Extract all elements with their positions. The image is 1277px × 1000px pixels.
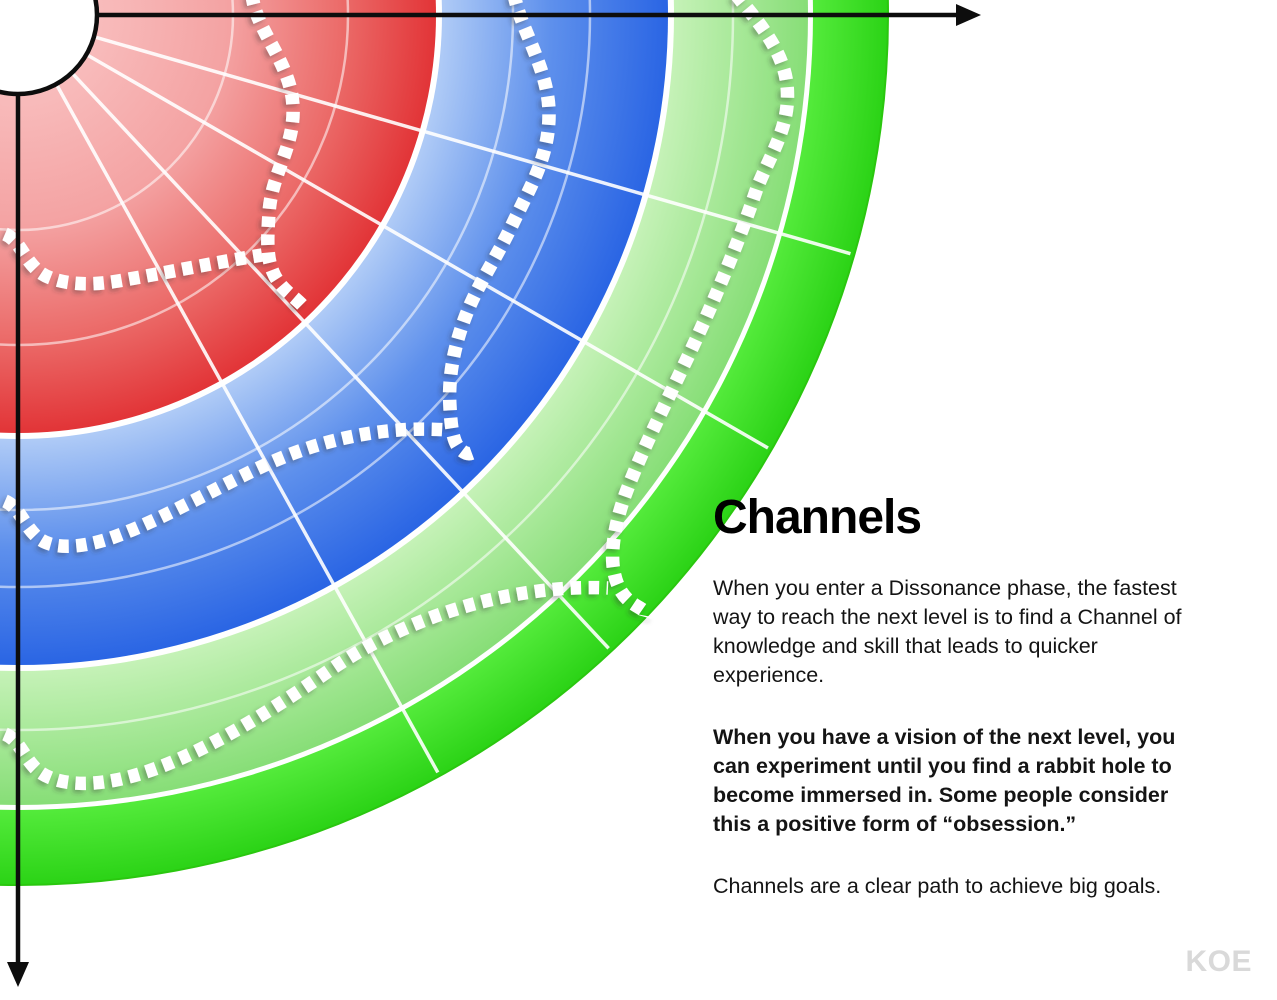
route-blue-circumferential [1, 422, 448, 553]
horizontal-axis-arrowhead [956, 4, 981, 26]
route-red-circumferential [1, 227, 264, 291]
route-blue-radial [442, 0, 556, 461]
spoke-1 [86, 53, 769, 450]
spoke-2 [71, 72, 610, 650]
spoke-3 [55, 84, 440, 774]
red-ring [0, 0, 436, 433]
route-green-radial [605, 0, 795, 619]
route-red-radial [246, 0, 309, 312]
route-green-circumferential [1, 580, 609, 791]
routes-group [1, 0, 795, 791]
spoke-0 [94, 35, 851, 256]
paragraph-vision-bold: When you have a vision of the next level… [713, 725, 1176, 836]
paragraph-clear-path: Channels are a clear path to achieve big… [713, 874, 1162, 898]
paragraph-dissonance: When you enter a Dissonance phase, the f… [713, 576, 1182, 687]
koe-logo: KOE [1185, 945, 1252, 978]
page-title: Channels [713, 491, 922, 544]
vertical-axis-arrowhead [7, 962, 29, 987]
channels-text-block: Channels When you enter a Dissonance pha… [713, 494, 1209, 901]
